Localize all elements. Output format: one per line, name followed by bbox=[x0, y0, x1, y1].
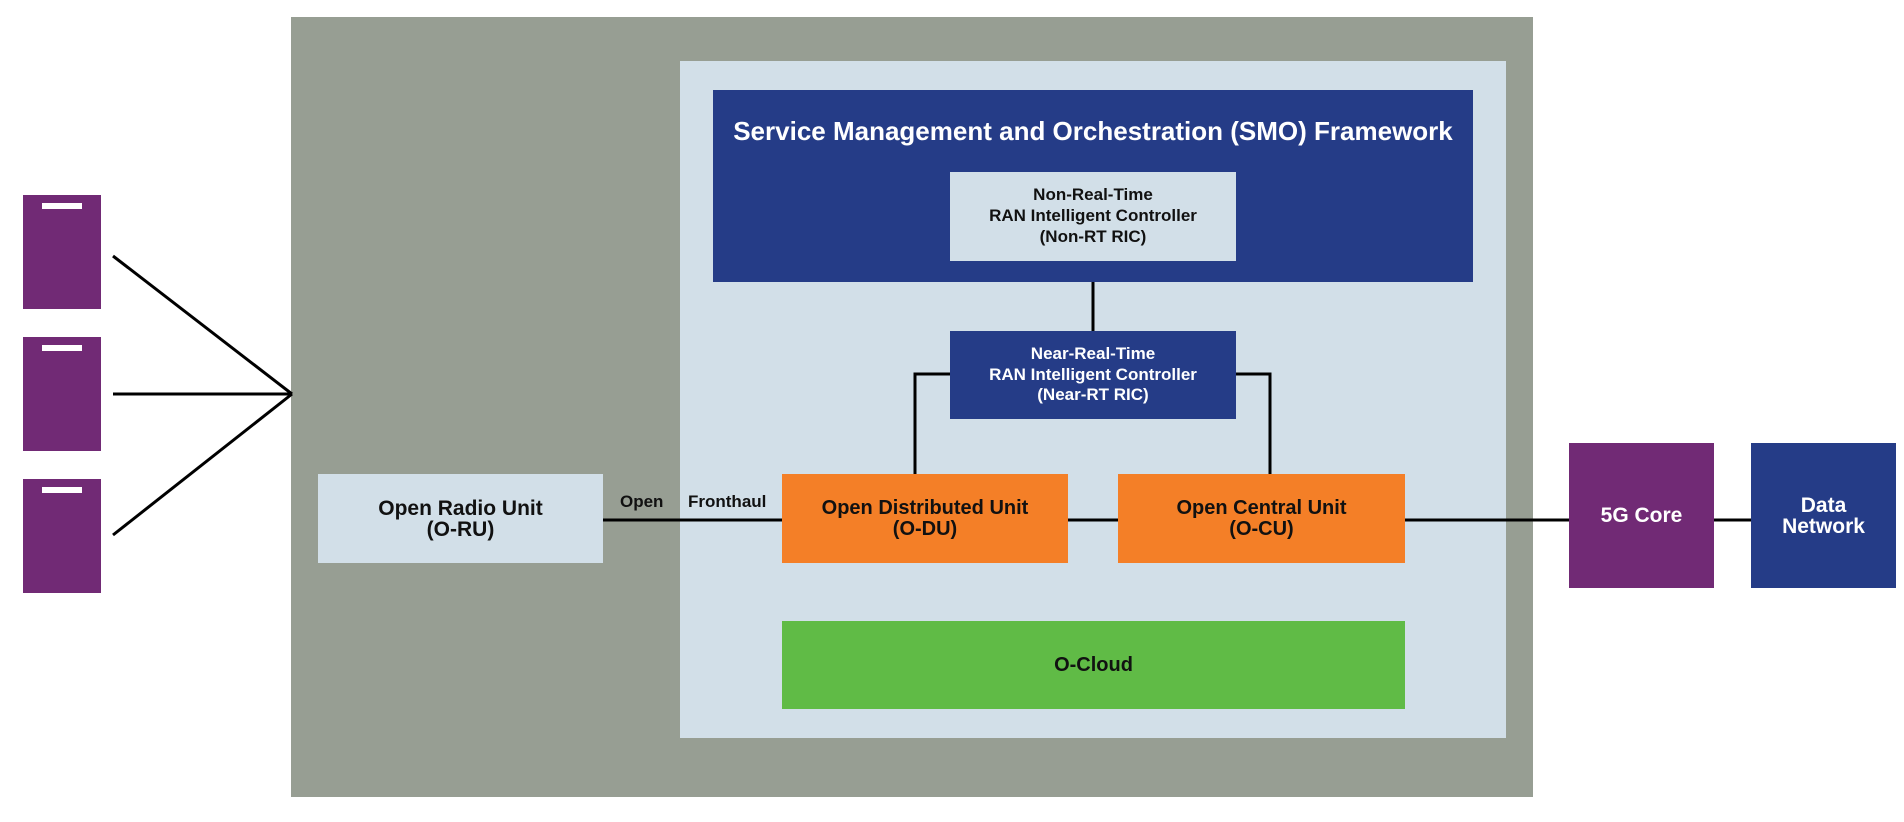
o-cu-line1: Open Central Unit bbox=[1176, 496, 1347, 519]
non-rt-ric-line3: (Non-RT RIC) bbox=[1039, 226, 1147, 246]
o-ru-line1: Open Radio Unit bbox=[378, 496, 543, 520]
user-device-1 bbox=[23, 195, 101, 309]
fronthaul-label-fronthaul: Fronthaul bbox=[688, 492, 767, 511]
user-equipment-icon bbox=[42, 487, 82, 493]
near-rt-ric-line3: (Near-RT RIC) bbox=[1037, 385, 1149, 405]
link-device-3 bbox=[112, 392, 293, 537]
user-equipment-icon bbox=[42, 345, 82, 351]
o-du-box: Open Distributed Unit (O-DU) bbox=[782, 474, 1068, 563]
o-du-line2: (O-DU) bbox=[892, 517, 958, 540]
o-cu-line2: (O-CU) bbox=[1229, 517, 1294, 540]
near-rt-ric-line2: RAN Intelligent Controller bbox=[989, 364, 1197, 384]
fronthaul-label-open: Open bbox=[620, 492, 664, 511]
non-rt-ric-line1: Non-Real-Time bbox=[1033, 185, 1153, 205]
5g-core-box: 5G Core bbox=[1569, 443, 1714, 588]
smo-framework-title: Service Management and Orchestration (SM… bbox=[733, 116, 1453, 146]
non-rt-ric-line2: RAN Intelligent Controller bbox=[989, 206, 1197, 226]
user-equipment-icon bbox=[42, 203, 82, 209]
user-device-3 bbox=[23, 479, 101, 593]
data-network-line1: Data bbox=[1800, 493, 1847, 517]
o-cloud-label: O-Cloud bbox=[1054, 653, 1133, 676]
near-rt-ric-line1: Near-Real-Time bbox=[1030, 343, 1156, 363]
non-rt-ric-box: Non-Real-Time RAN Intelligent Controller… bbox=[950, 172, 1236, 261]
data-network-line2: Network bbox=[1782, 514, 1865, 538]
o-du-line1: Open Distributed Unit bbox=[821, 496, 1029, 519]
o-ru-box: Open Radio Unit (O-RU) bbox=[318, 474, 603, 563]
o-ru-line2: (O-RU) bbox=[426, 517, 495, 541]
user-device-2 bbox=[23, 337, 101, 451]
link-nearrt-ocu bbox=[1236, 372, 1272, 474]
o-cloud-box: O-Cloud bbox=[782, 621, 1405, 709]
link-nearrt-odu bbox=[913, 372, 950, 474]
link-device-1 bbox=[112, 254, 293, 396]
5g-core-label: 5G Core bbox=[1600, 503, 1683, 527]
o-cu-box: Open Central Unit (O-CU) bbox=[1118, 474, 1405, 563]
data-network-box: Data Network bbox=[1751, 443, 1896, 588]
near-rt-ric-box: Near-Real-Time RAN Intelligent Controlle… bbox=[950, 331, 1236, 419]
